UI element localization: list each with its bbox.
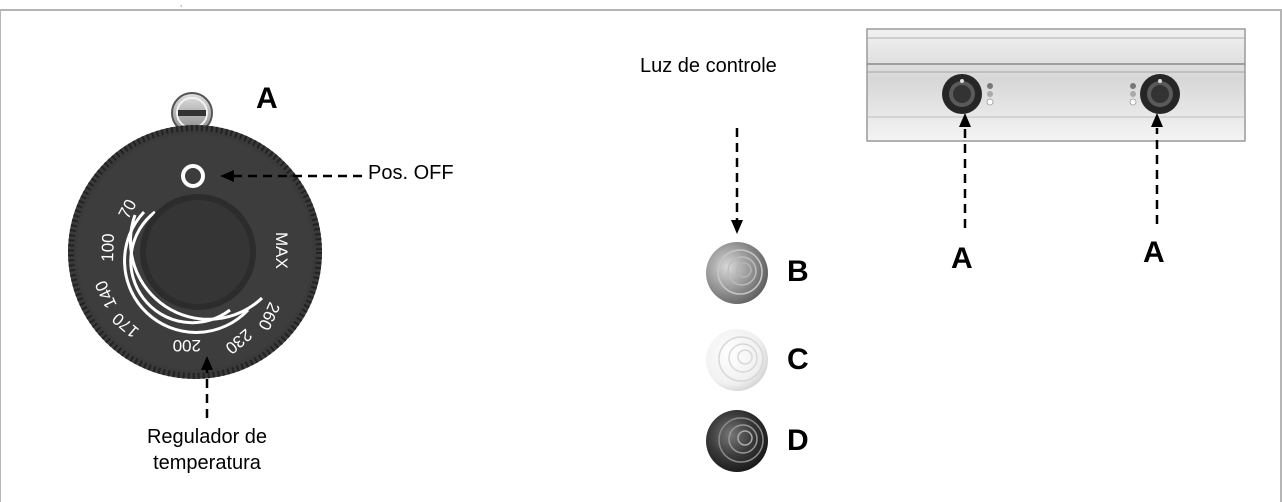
pos-off-arrow (220, 170, 362, 182)
lamp-d (706, 410, 768, 472)
lamp-c (706, 329, 768, 391)
frame-border (0, 9, 1282, 502)
panel-arrow-right (1151, 113, 1163, 224)
temperature-knob (68, 125, 322, 379)
appliance-panel (866, 28, 1246, 142)
panel-knob-left (942, 74, 982, 114)
lamp-b (706, 242, 768, 304)
letter-a-knob: A (256, 82, 278, 115)
frame-tick: , (180, 0, 182, 8)
panel-lamps-right (1129, 83, 1137, 106)
regulador-label-line2: temperatura (153, 452, 261, 474)
pos-off-label: Pos. OFF (368, 162, 454, 184)
letter-a-panel-right: A (1143, 236, 1165, 269)
off-mark (181, 164, 205, 188)
luz-arrow (731, 128, 743, 234)
scale-label-100: 100 (98, 233, 118, 262)
panel-knob-right (1140, 74, 1180, 114)
panel-arrow-left (959, 113, 971, 228)
letter-c: C (787, 343, 809, 376)
letter-a-panel-left: A (951, 242, 973, 275)
letter-b: B (787, 255, 809, 288)
panel-lamps-left (986, 83, 994, 106)
luz-de-controle-label: Luz de controle (640, 55, 777, 77)
regulador-arrow (201, 356, 213, 418)
scale-label-200: 200 (173, 336, 201, 355)
letter-d: D (787, 424, 809, 457)
scale-label-max: MAX (272, 232, 291, 269)
regulador-label-line1: Regulador de (146, 426, 268, 448)
